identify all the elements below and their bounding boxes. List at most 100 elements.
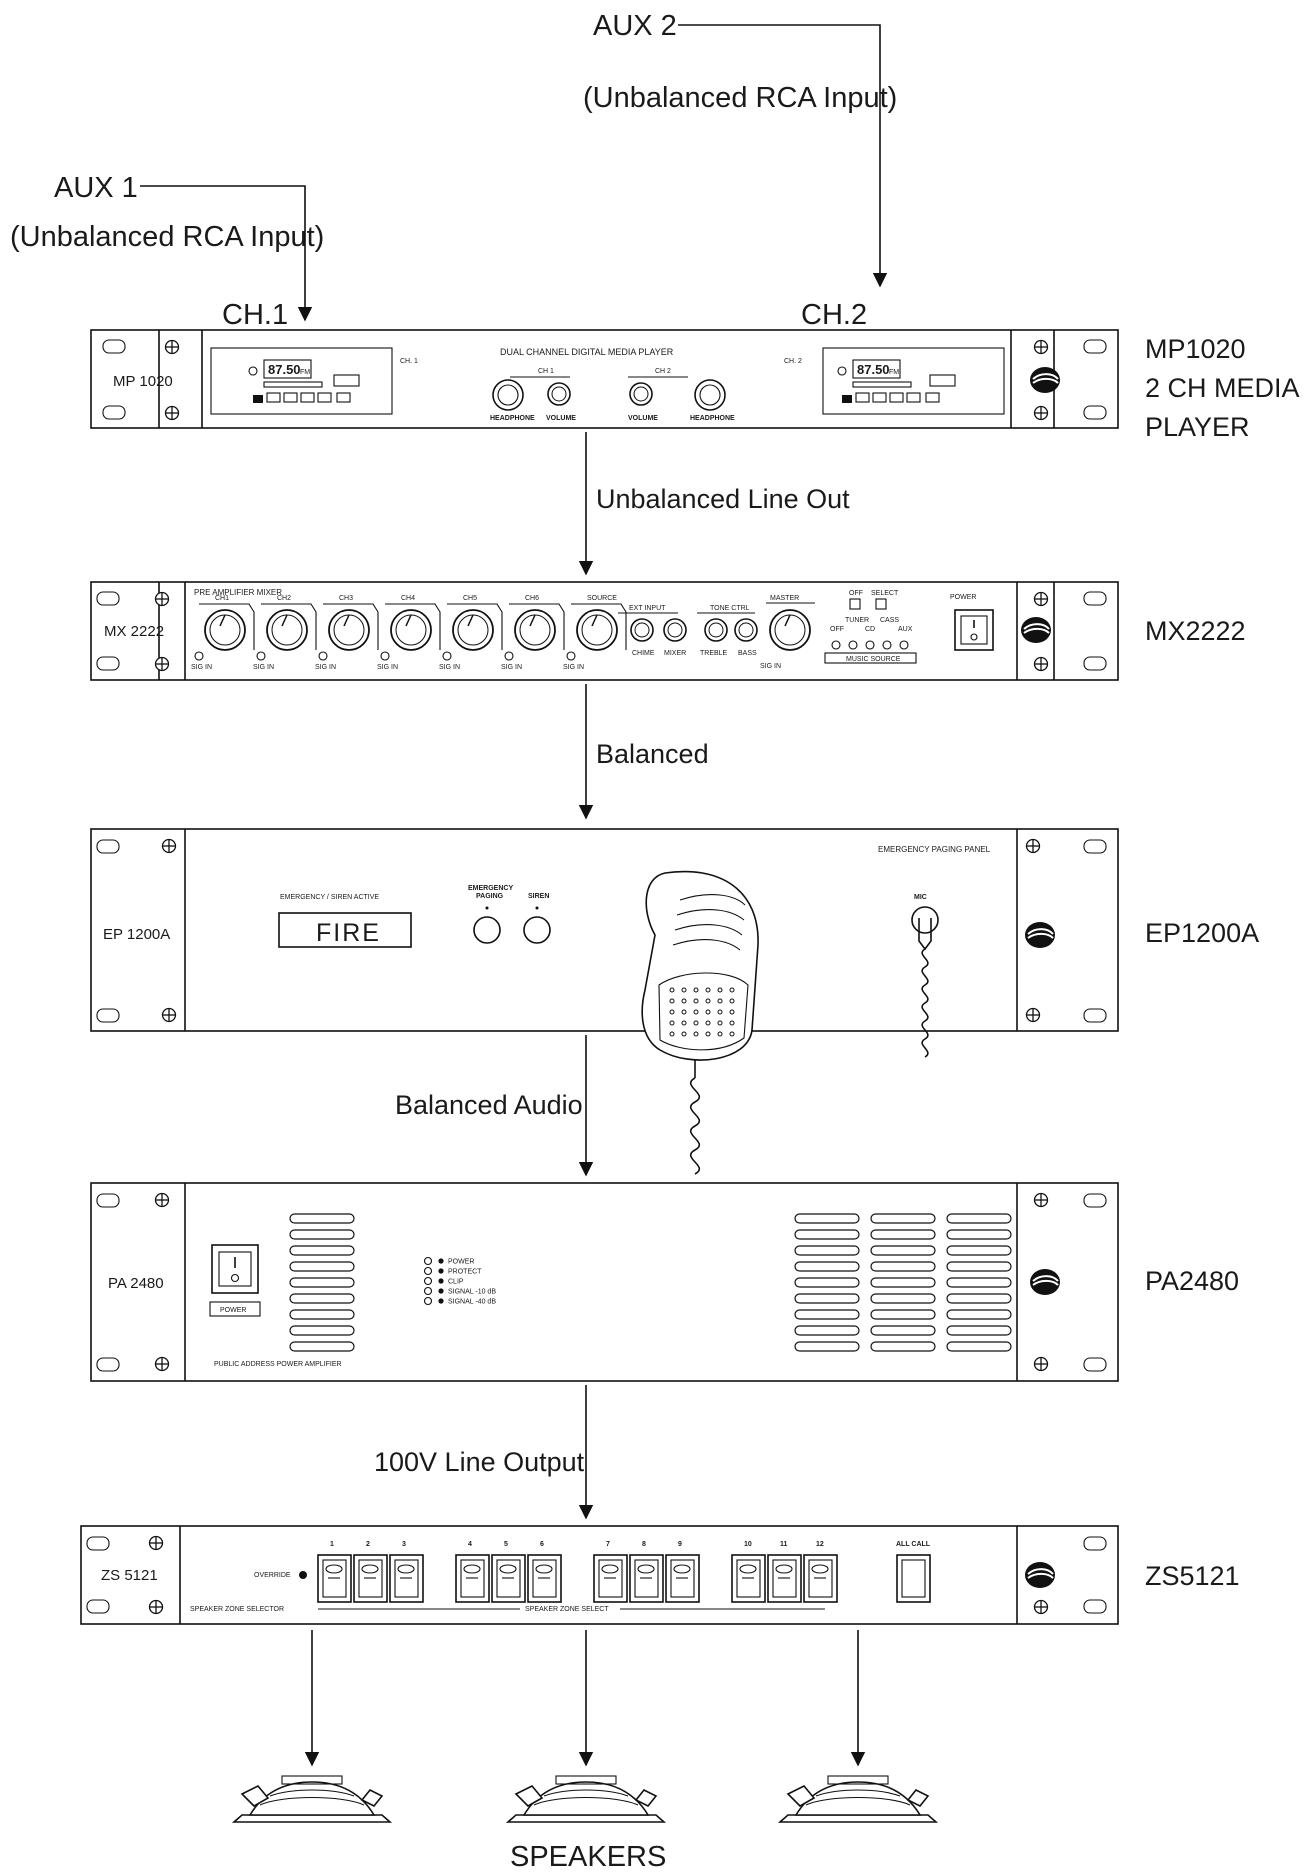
pa2480-led-ring: [423, 1256, 433, 1266]
mic-grille-dot: [729, 998, 735, 1004]
mic-grille-dot: [669, 1009, 675, 1015]
pa2480-vent-slot: [794, 1261, 860, 1272]
zs5121-zone-switch: [665, 1554, 700, 1603]
mp1020-volume-1: VOLUME: [546, 415, 576, 422]
ep1200a-mic-label: MIC: [914, 894, 927, 901]
pa2480-led-label: SIGNAL -40 dB: [448, 1299, 496, 1306]
mx2222-sig-in-label: SIG IN: [439, 664, 460, 671]
zs5121-zone-toggle: [811, 1564, 829, 1574]
zs5121-zone-number: 5: [504, 1541, 508, 1548]
siren-button: [523, 916, 551, 944]
mx2222-model-plate: MX 2222: [104, 623, 164, 640]
pa2480-vent-slot: [870, 1229, 936, 1240]
pa2480-vent-slot: [289, 1229, 355, 1240]
mx2222-sig-in-label: SIG IN: [501, 664, 522, 671]
mic-grille-dot: [729, 1031, 735, 1037]
pa2480-vent-slot: [946, 1293, 1012, 1304]
zs5121-zone-switch: [767, 1554, 802, 1603]
zs5121-zone-switch-inner: [634, 1559, 659, 1598]
pa2480-led-label: POWER: [448, 1259, 474, 1266]
zs5121-zone-switch: [353, 1554, 388, 1603]
aux1-sub-label: (Unbalanced RCA Input): [10, 221, 324, 253]
ep1200a-unit: EP 1200A EMERGENCY PAGING PANEL EMERGENC…: [90, 828, 1119, 1058]
mp1020-knob-ch2-label: CH 2: [655, 368, 671, 375]
zs5121-zone-number: 8: [642, 1541, 646, 1548]
pa2480-vent-slot: [289, 1277, 355, 1288]
mp1020-name-line2: 2 CH MEDIA: [1145, 373, 1300, 403]
mp1020-ch1-small: CH. 1: [400, 358, 418, 365]
mx2222-power-label: POWER: [950, 594, 976, 601]
pa2480-name: PA2480: [1145, 1266, 1239, 1296]
handheld-microphone-icon: [641, 870, 759, 1175]
mic-grille-dot: [717, 998, 723, 1004]
zs5121-zone-toggle: [775, 1564, 793, 1574]
mx2222-tone-ctrl: TONE CTRL: [710, 605, 750, 612]
mx2222-channel-knob: [576, 609, 618, 651]
aux1-label: AUX 1: [54, 172, 138, 204]
mx2222-channel-knob: [204, 609, 246, 651]
mic-grille-dot: [729, 1009, 735, 1015]
mx2222-channel-label: CH6: [525, 595, 539, 602]
mx2222-channel-label: CH3: [339, 595, 353, 602]
zs5121-zone-switch-inner: [460, 1559, 485, 1598]
speaker-icon: [777, 1775, 939, 1823]
speaker-icon: [505, 1775, 667, 1823]
mx2222-sig-led: [380, 651, 390, 661]
mx2222-channel-bracket: [323, 603, 379, 650]
zs5121-zone-switch-inner: [736, 1559, 761, 1598]
zs5121-zone-switch-inner: [322, 1559, 347, 1598]
mx2222-channel-bracket: [385, 603, 441, 650]
mic-grille-dot: [729, 987, 735, 993]
aux1-connector: [140, 185, 313, 322]
mx2222-channel-knob: [514, 609, 556, 651]
pa2480-vent-slot: [289, 1213, 355, 1224]
zs5121-zone-number: 1: [330, 1541, 334, 1548]
mx2222-sig-in-label: SIG IN: [253, 664, 274, 671]
mic-grille-dot: [693, 1009, 699, 1015]
mic-grille-dot: [681, 998, 687, 1004]
mic-grille-dot: [681, 1031, 687, 1037]
zs5121-zone-number: 12: [816, 1541, 824, 1548]
pa2480-vent-slot: [870, 1213, 936, 1224]
mx2222-channel-knob: [390, 609, 432, 651]
speaker-icon: [231, 1775, 393, 1823]
mic-grille-dot: [669, 998, 675, 1004]
zs5121-all-call: ALL CALL: [896, 1541, 931, 1548]
pa2480-vent-slot: [794, 1293, 860, 1304]
mx2222-sig-led: [442, 651, 452, 661]
mp1020-ch2-small: CH. 2: [784, 358, 802, 365]
mp1020-deck1-display: 87.50: [268, 362, 301, 377]
ep1200a-btn2: SIREN: [528, 893, 549, 900]
zs5121-zone-toggle: [637, 1564, 655, 1574]
mic-grille-dot: [705, 1031, 711, 1037]
ep1200a-status-value: FIRE: [316, 919, 381, 947]
pa2480-power-label: POWER: [220, 1307, 246, 1314]
mic-grille-dot: [693, 998, 699, 1004]
mx2222-sig-led: [504, 651, 514, 661]
mx2222-channel-label: CH4: [401, 595, 415, 602]
link3-label: Balanced Audio: [395, 1090, 583, 1120]
mx2222-bass: BASS: [738, 650, 757, 657]
zs5121-zone-switch-inner: [598, 1559, 623, 1598]
ep1200a-model-plate: EP 1200A: [103, 926, 170, 943]
ep1200a-name: EP1200A: [1145, 918, 1259, 948]
zs5121-zone-number: 2: [366, 1541, 370, 1548]
pa2480-led-ring: [423, 1276, 433, 1286]
zs5121-zone-switch: [593, 1554, 628, 1603]
pa2480-vent-slot: [870, 1341, 936, 1352]
mx2222-master-label: MASTER: [770, 595, 799, 602]
mx2222-channel-knob: [328, 609, 370, 651]
zs5121-zone-number: 6: [540, 1541, 544, 1548]
mic-grille-dot: [681, 1009, 687, 1015]
zs5121-zone-toggle: [463, 1564, 481, 1574]
mx2222-channel-knob: [452, 609, 494, 651]
zs5121-zone-switch-inner: [670, 1559, 695, 1598]
mp1020-deck2-display: 87.50: [857, 362, 890, 377]
link4-label: 100V Line Output: [374, 1447, 585, 1477]
zs5121-zone-switch-inner: [532, 1559, 557, 1598]
mx2222-tuner: TUNER: [845, 617, 869, 624]
ep1200a-btn1-line1: EMERGENCY: [468, 885, 513, 892]
aux2-sub-label: (Unbalanced RCA Input): [583, 82, 897, 114]
pa2480-unit: PA 2480 POWER PUBLIC ADDRESS POWER AMPLI…: [90, 1182, 1119, 1382]
